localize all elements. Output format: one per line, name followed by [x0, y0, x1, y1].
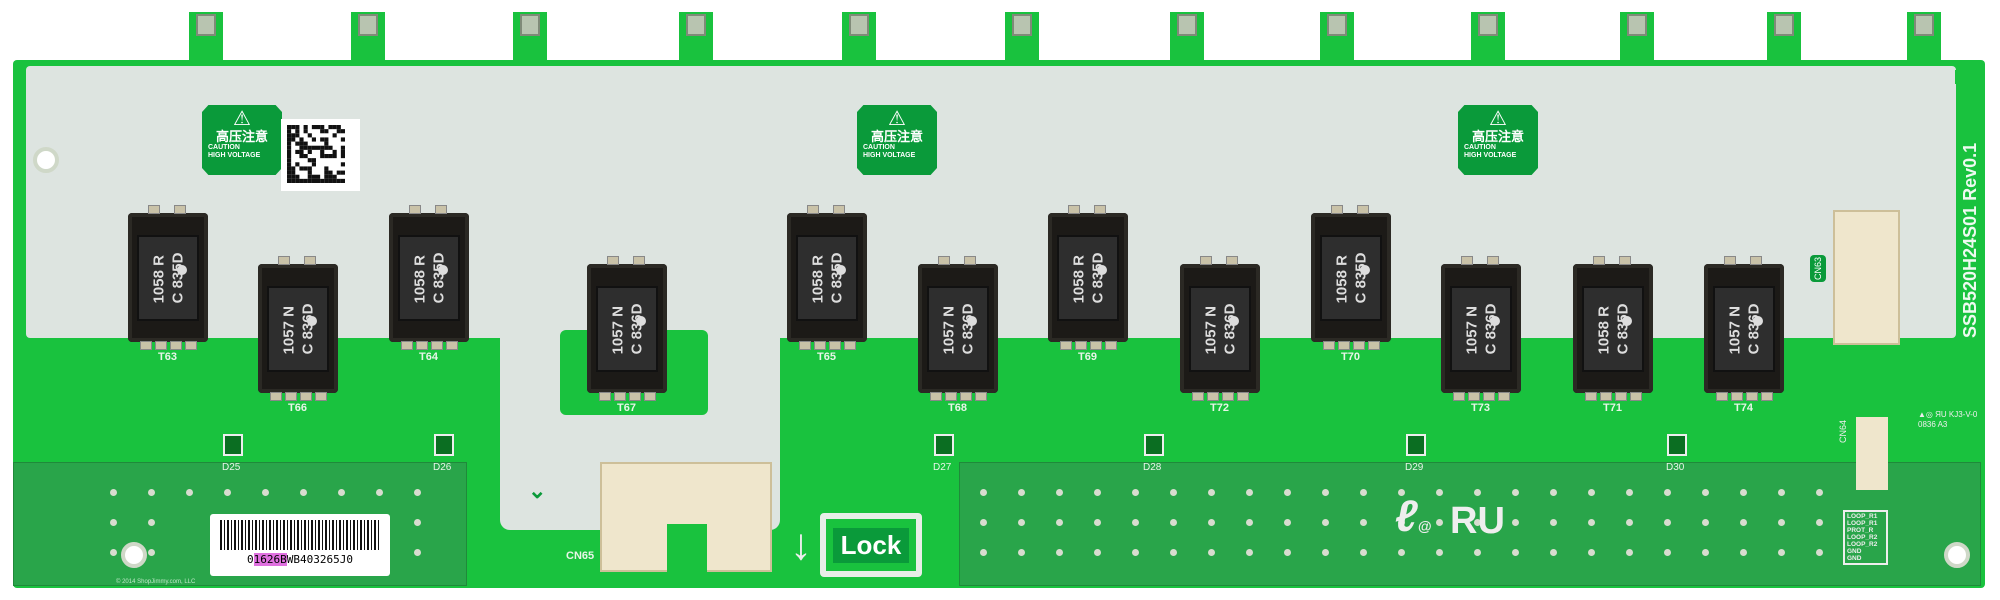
chevron-down-icon: ⌄ [528, 478, 547, 503]
transformer-ref: T70 [1341, 351, 1360, 363]
barcode-number: 01626BWB403265J0 [247, 553, 353, 566]
transformer-ref: T71 [1603, 402, 1622, 414]
diode-label: D29 [1405, 462, 1424, 473]
diode [434, 434, 454, 456]
mount-hole [1944, 542, 1970, 568]
diode [1667, 434, 1687, 456]
transformer-ref: T73 [1471, 402, 1490, 414]
transformer-ref: T68 [948, 402, 967, 414]
connector-tab [1907, 12, 1941, 64]
diode-label: D30 [1666, 462, 1685, 473]
copyright: © 2014 ShopJimmy.com, LLC [116, 579, 196, 585]
high-voltage-icon: ⚠ [233, 108, 251, 130]
connector-tab [1170, 12, 1204, 64]
diode-label: D28 [1143, 462, 1162, 473]
connector-tab [351, 12, 385, 64]
barcode [220, 520, 380, 550]
lock-text: Lock [832, 527, 910, 563]
transformer-ref: T67 [617, 402, 636, 414]
lock-marking: Lock [820, 513, 922, 577]
connector-tab [189, 12, 223, 64]
cn65-connector [600, 462, 772, 572]
diode-label: D26 [433, 462, 452, 473]
connector-tab [1471, 12, 1505, 64]
diode-label: D25 [222, 462, 241, 473]
connector-tab [513, 12, 547, 64]
cn64-label: CN64 [1838, 420, 1848, 444]
samsung-logo-icon: ℓ@ [1395, 492, 1432, 541]
cn63-connector [1833, 210, 1900, 345]
diode [223, 434, 243, 456]
transformer-ref: T74 [1734, 402, 1753, 414]
diode [1144, 434, 1164, 456]
right-panel [959, 462, 1981, 586]
transformer-ref: T65 [817, 351, 836, 363]
connector-tab [1320, 12, 1354, 64]
cn64-connector [1856, 417, 1888, 490]
barcode-label: 01626BWB403265J0 [210, 514, 390, 576]
transformer-ref: T72 [1210, 402, 1229, 414]
mount-hole [33, 147, 59, 173]
datamatrix-label [281, 119, 360, 191]
diode [934, 434, 954, 456]
transformer-ref: T69 [1078, 351, 1097, 363]
connector-tab [1620, 12, 1654, 64]
cn65-label: CN65 [566, 550, 595, 562]
high-voltage-icon: ⚠ [1489, 108, 1507, 130]
diode-label: D27 [933, 462, 952, 473]
transformer-ref: T63 [158, 351, 177, 363]
transformer-ref: T64 [419, 351, 438, 363]
connector-tab [679, 12, 713, 64]
connector-tab [842, 12, 876, 64]
connector-tab [1005, 12, 1039, 64]
cn63-label: CN63 [1810, 255, 1826, 283]
diode [1406, 434, 1426, 456]
transformer-ref: T66 [288, 402, 307, 414]
high-voltage-icon: ⚠ [888, 108, 906, 130]
corner-pad [1955, 70, 1969, 84]
connector-tab [1767, 12, 1801, 64]
mount-hole [121, 542, 147, 568]
model-number: SSB520H24S01 Rev0.1 [1960, 142, 1980, 338]
arrow-down-icon: ↓ [790, 520, 812, 569]
region-marking: RU [1450, 500, 1505, 542]
